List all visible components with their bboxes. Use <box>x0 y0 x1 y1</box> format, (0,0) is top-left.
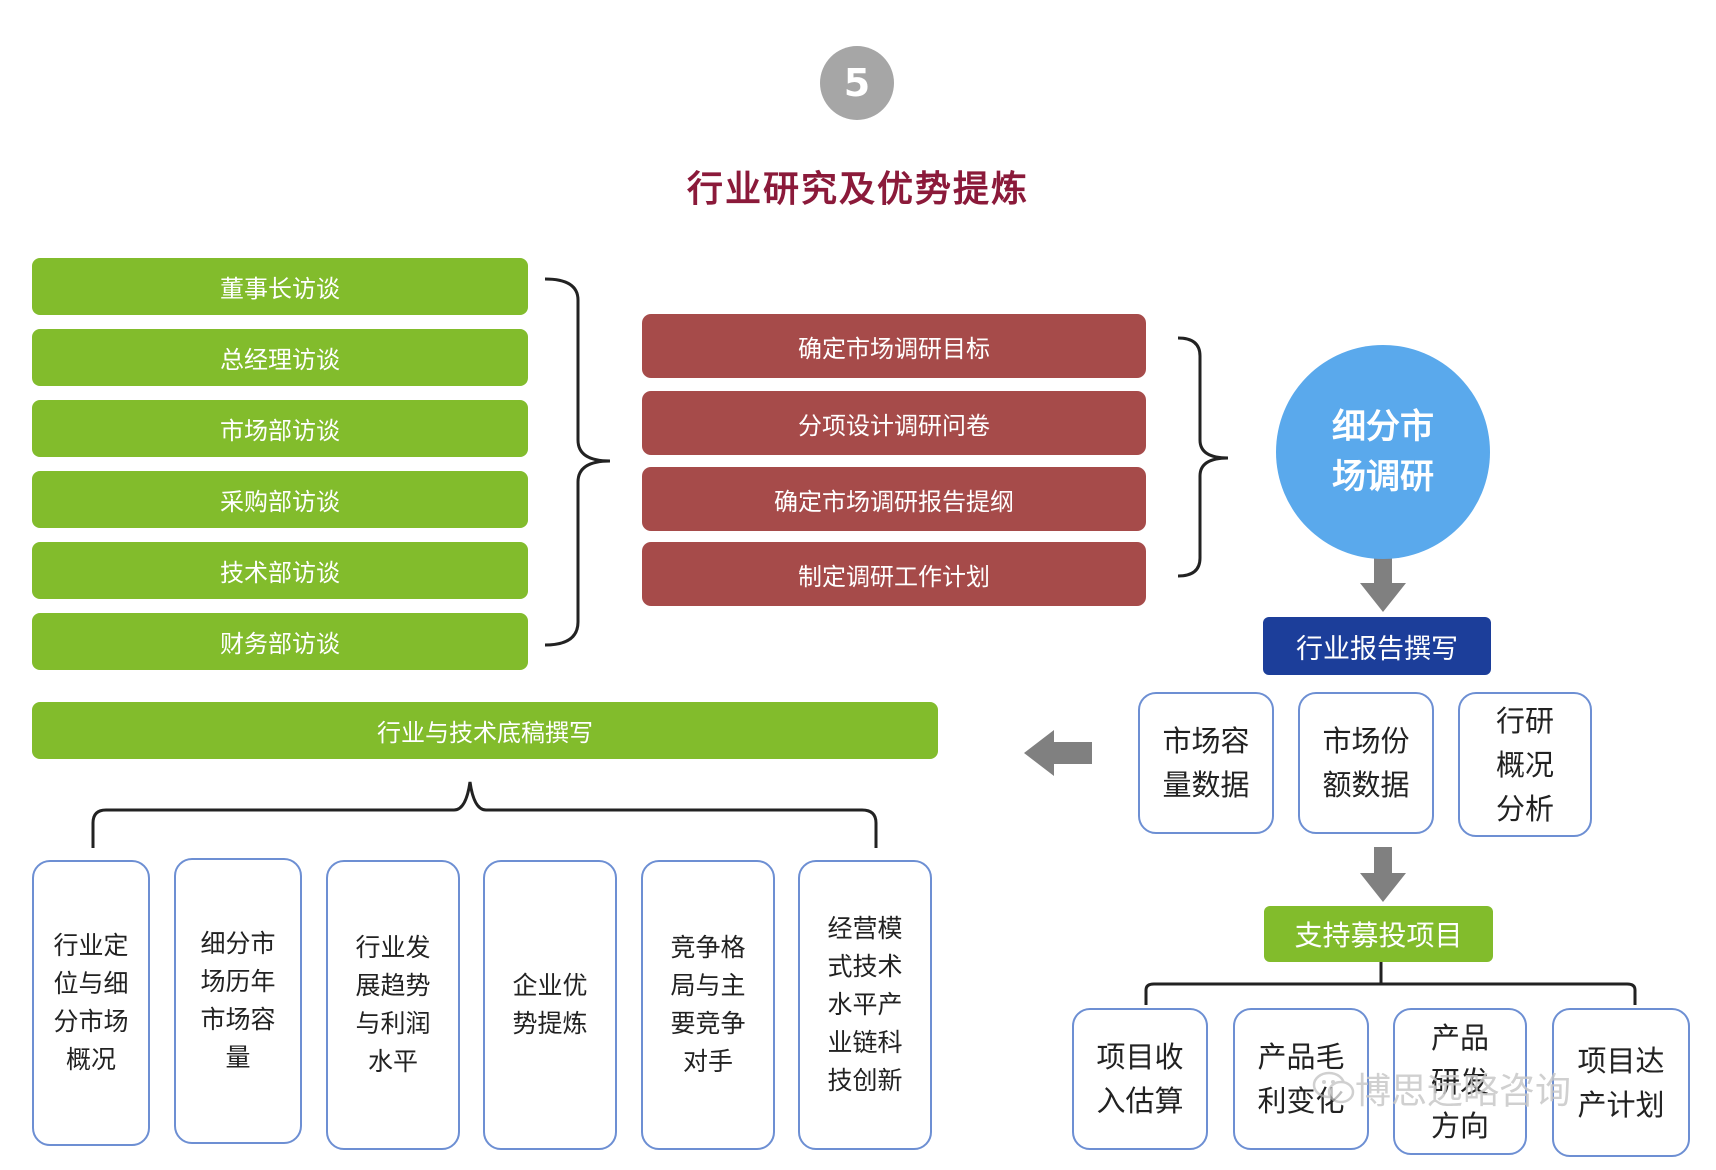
left-arrow <box>1024 730 1092 776</box>
watermark-text: 博思远略咨询 <box>1355 1071 1572 1112</box>
project-bracket <box>1144 982 1637 1005</box>
segment-research-label: 细分市场调研 <box>1332 407 1434 497</box>
interview-tech-dept: 技术部访谈 <box>32 542 528 599</box>
research-brace <box>1177 336 1229 578</box>
support-projects-box: 支持募投项目 <box>1264 906 1493 962</box>
topic-competition-label: 竞争格局与主要竞争对手 <box>670 933 746 1076</box>
down-arrow-2 <box>1360 847 1406 902</box>
project-production-box: 项目达产计划 <box>1552 1008 1690 1157</box>
topic-business-model-label: 经营模式技术水平产业链科技创新 <box>827 914 903 1095</box>
market-capacity-data-label: 市场容量数据 <box>1162 724 1250 802</box>
topic-competition: 竞争格局与主要竞争对手 <box>641 860 775 1150</box>
step-number-badge: 5 <box>820 46 894 120</box>
research-step-questionnaire: 分项设计调研问卷 <box>642 391 1146 455</box>
research-step-goal: 确定市场调研目标 <box>642 314 1146 378</box>
topic-enterprise-advantage: 企业优势提炼 <box>483 860 617 1150</box>
topic-enterprise-advantage-label: 企业优势提炼 <box>512 971 588 1038</box>
page-title: 行业研究及优势提炼 <box>686 169 1029 210</box>
research-overview-box: 行研概况分析 <box>1458 692 1592 837</box>
project-revenue-box: 项目收入估算 <box>1072 1008 1208 1150</box>
research-overview-label: 行研概况分析 <box>1495 703 1554 826</box>
market-share-data-label: 市场份额数据 <box>1322 724 1410 802</box>
interview-purchasing-dept: 采购部访谈 <box>32 471 528 528</box>
industry-report-box: 行业报告撰写 <box>1263 617 1491 675</box>
wechat-icon <box>1312 1071 1355 1104</box>
product-rd-label: 产品研发方向 <box>1430 1020 1489 1143</box>
project-revenue-label: 项目收入估算 <box>1096 1040 1184 1118</box>
down-arrow-1 <box>1360 558 1406 612</box>
project-production-label: 项目达产计划 <box>1577 1043 1665 1122</box>
market-capacity-data-box: 市场容量数据 <box>1138 692 1274 834</box>
topic-market-capacity-history-label: 细分市场历年市场容量 <box>200 929 276 1072</box>
interview-finance-dept: 财务部访谈 <box>32 613 528 670</box>
topic-market-capacity-history: 细分市场历年市场容量 <box>174 858 302 1144</box>
topic-industry-positioning: 行业定位与细分市场概况 <box>32 860 150 1146</box>
topic-industry-trend: 行业发展趋势与利润水平 <box>326 860 460 1150</box>
topic-business-model: 经营模式技术水平产业链科技创新 <box>798 860 932 1150</box>
research-step-plan: 制定调研工作计划 <box>642 542 1146 606</box>
interview-brace <box>544 277 611 647</box>
interview-general-manager: 总经理访谈 <box>32 329 528 386</box>
product-margin-box: 产品毛利变化 <box>1233 1008 1369 1150</box>
topic-industry-trend-label: 行业发展趋势与利润水平 <box>355 933 431 1076</box>
market-share-data-box: 市场份额数据 <box>1298 692 1434 834</box>
research-step-outline: 确定市场调研报告提纲 <box>642 467 1146 531</box>
interview-marketing-dept: 市场部访谈 <box>32 400 528 457</box>
topic-industry-positioning-label: 行业定位与细分市场概况 <box>53 931 129 1074</box>
interview-chairman: 董事长访谈 <box>32 258 528 315</box>
segment-research-circle: 细分市场调研 <box>1276 345 1490 559</box>
draft-writing-bar: 行业与技术底稿撰写 <box>32 702 938 759</box>
draft-bracket <box>91 781 878 848</box>
product-rd-box: 产品研发方向 <box>1393 1008 1527 1155</box>
